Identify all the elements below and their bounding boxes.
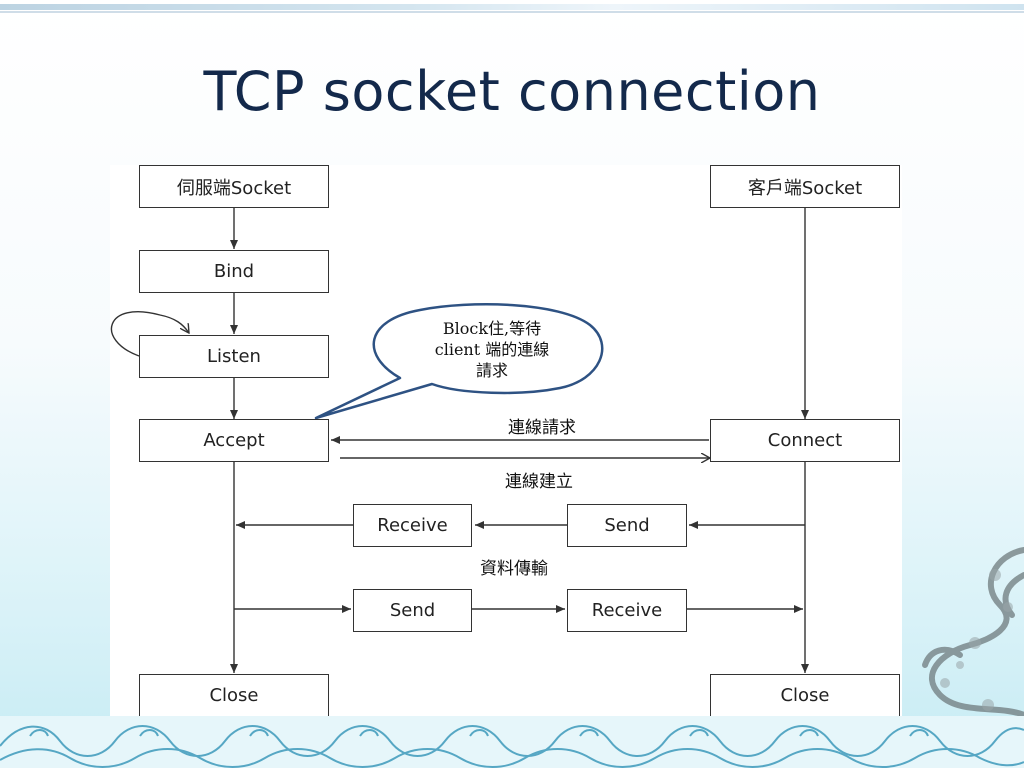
- server-receive-box: Receive: [353, 504, 472, 547]
- data-transfer-label: 資料傳輸: [480, 559, 548, 579]
- callout-text: Block住,等待 client 端的連線 請求: [412, 318, 572, 381]
- callout-bubble: [314, 303, 604, 420]
- server-send-box: Send: [353, 589, 472, 632]
- client-receive-box: Receive: [567, 589, 687, 632]
- connection-established-label: 連線建立: [505, 472, 573, 492]
- bind-box: Bind: [139, 250, 329, 293]
- callout-line-3: 請求: [475, 361, 508, 380]
- accept-box: Accept: [139, 419, 329, 462]
- top-decorative-rule-thin: [0, 11, 1024, 13]
- server-close-box: Close: [139, 674, 329, 717]
- callout-line-2: client 端的連線: [434, 340, 550, 359]
- slide-title: TCP socket connection: [203, 60, 821, 123]
- client-send-box: Send: [567, 504, 687, 547]
- connection-request-label: 連線請求: [508, 418, 576, 438]
- client-socket-box: 客戶端Socket: [710, 165, 900, 208]
- connect-box: Connect: [710, 419, 900, 462]
- listen-box: Listen: [139, 335, 329, 378]
- client-close-box: Close: [710, 674, 900, 717]
- listen-loop-arrow: [110, 310, 189, 357]
- sea-wave-pattern: [0, 716, 1024, 768]
- server-socket-box: 伺服端Socket: [139, 165, 329, 208]
- callout-line-1: Block住,等待: [442, 319, 542, 338]
- top-decorative-rule: [0, 4, 1024, 10]
